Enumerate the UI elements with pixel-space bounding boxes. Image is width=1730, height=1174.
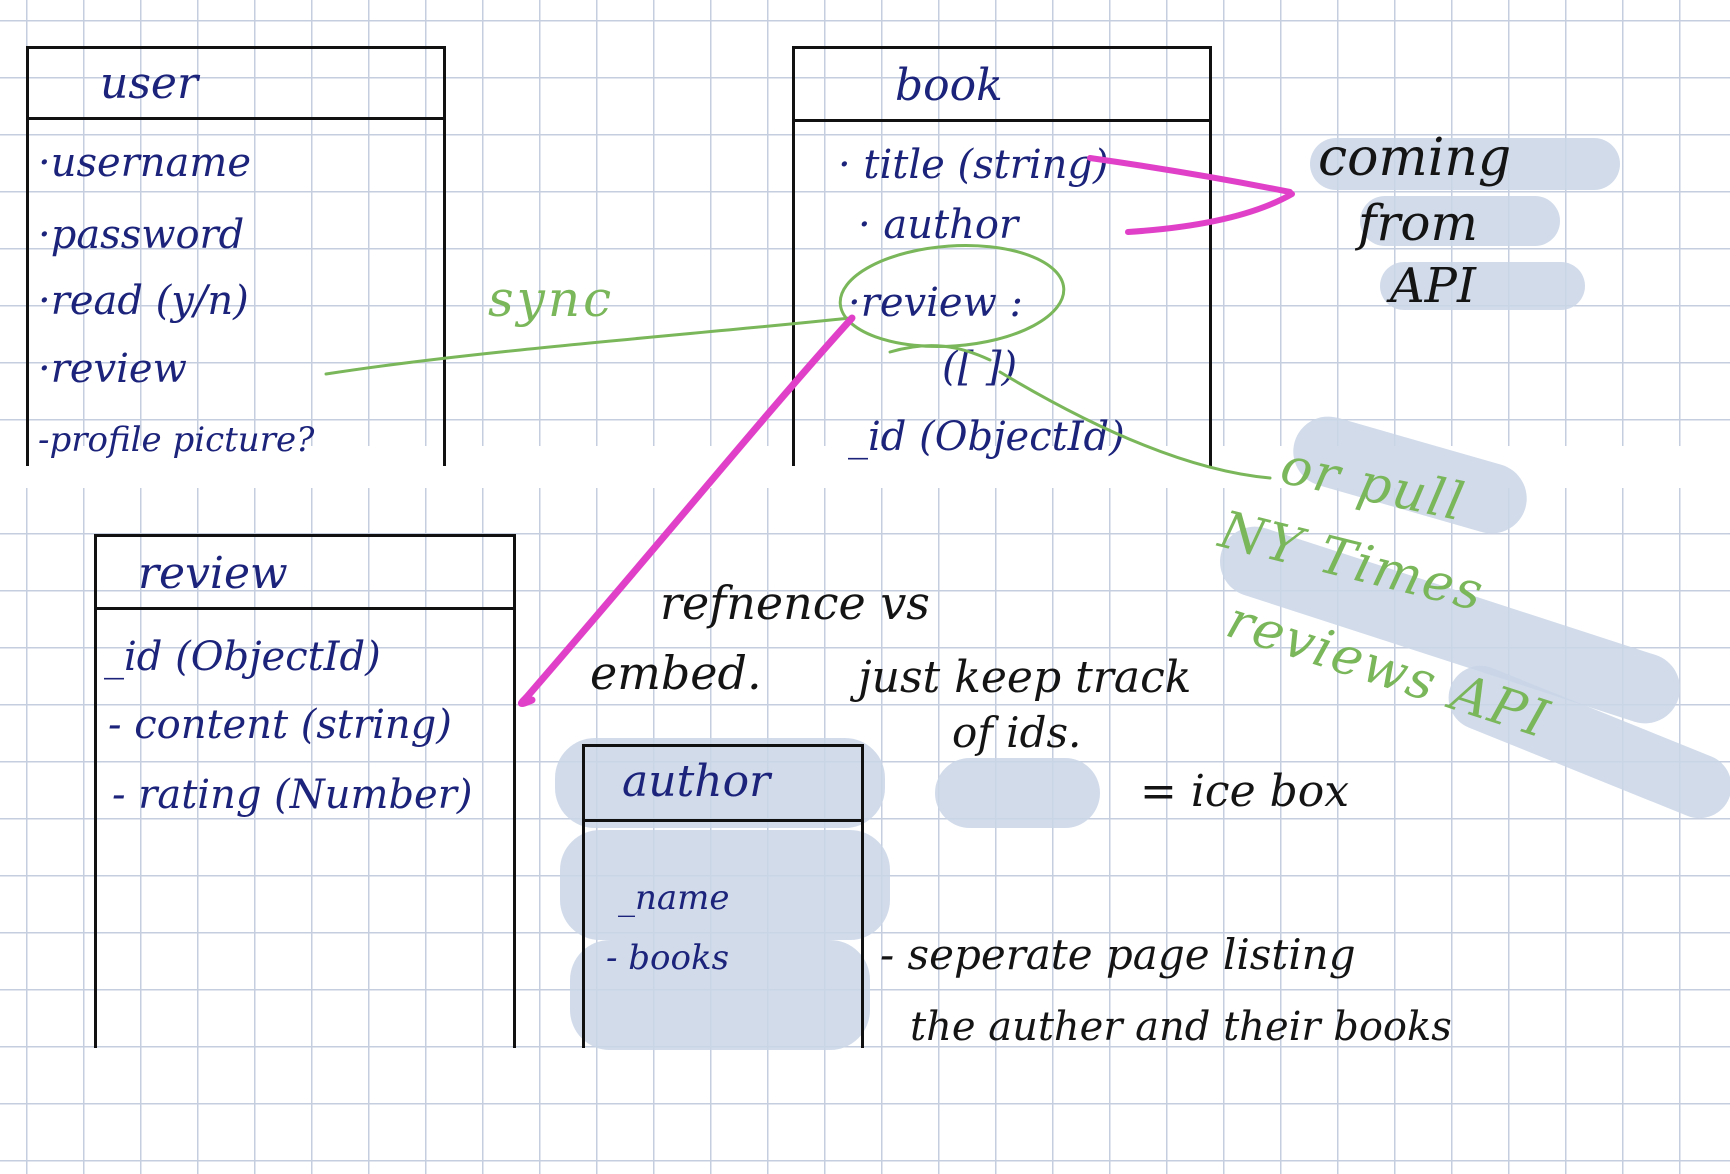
book-entity-title: book	[895, 60, 1003, 111]
book-entity-box	[792, 46, 1212, 466]
note-of-ids: of ids.	[952, 708, 1082, 757]
review-circle	[838, 244, 1066, 348]
author-field-books: - books	[606, 938, 730, 978]
reference-connector	[522, 314, 856, 702]
note-embed: embed.	[590, 646, 762, 700]
note-author-books: the auther and their books	[910, 1004, 1452, 1050]
review-entity-header	[97, 537, 513, 610]
nyt-connector	[998, 370, 1272, 480]
review-field-content: - content (string)	[108, 702, 452, 748]
note-separate-page: - seperate page listing	[880, 930, 1356, 979]
book-field-title: · title (string)	[838, 142, 1109, 188]
user-field-password: ·password	[38, 212, 245, 258]
review-entity-box	[94, 534, 516, 1048]
author-entity-header	[585, 747, 861, 822]
api-arrow-bottom	[1125, 191, 1295, 235]
sync-connector	[324, 316, 852, 376]
user-field-review: ·review	[38, 346, 187, 392]
user-field-read: ·read (y/n)	[38, 278, 249, 324]
note-ice-box: = ice box	[1140, 766, 1350, 817]
note-reference-vs: refnence vs	[660, 576, 930, 630]
author-entity-title: author	[622, 756, 771, 807]
reference-connector-hook	[518, 694, 536, 708]
user-field-username: ·username	[38, 140, 252, 186]
highlight-author-1	[555, 738, 885, 828]
highlight-author-2	[560, 830, 890, 940]
user-entity-title: user	[100, 58, 198, 109]
highlight-from	[1360, 196, 1560, 246]
book-field-author: · author	[858, 202, 1019, 248]
highlight-coming	[1310, 138, 1620, 190]
note-coming: coming	[1318, 128, 1512, 188]
author-field-name: _name	[618, 878, 730, 918]
book-entity-header	[795, 49, 1209, 122]
api-arrow-top	[1087, 155, 1293, 195]
book-field-id: _id (ObjectId)	[848, 414, 1125, 460]
review-field-id: _id (ObjectId)	[104, 634, 381, 680]
highlight-api	[1380, 262, 1585, 310]
note-sync: sync	[488, 270, 615, 328]
highlight-ids	[935, 758, 1100, 828]
note-api: API	[1390, 258, 1476, 314]
review-entity-title: review	[138, 548, 288, 599]
note-just-keep-track: just keep track	[858, 652, 1192, 703]
review-field-rating: - rating (Number)	[112, 772, 473, 818]
review-circle-tail	[888, 344, 992, 362]
user-entity-header	[29, 49, 443, 120]
author-entity-box	[582, 744, 864, 1048]
note-from: from	[1358, 194, 1478, 252]
book-field-review-array: ([ ])	[942, 344, 1018, 390]
user-entity-box	[26, 46, 446, 466]
user-field-profile-picture: -profile picture?	[38, 420, 315, 460]
highlight-author-3	[570, 940, 870, 1050]
book-field-review: ·review :	[848, 280, 1023, 326]
